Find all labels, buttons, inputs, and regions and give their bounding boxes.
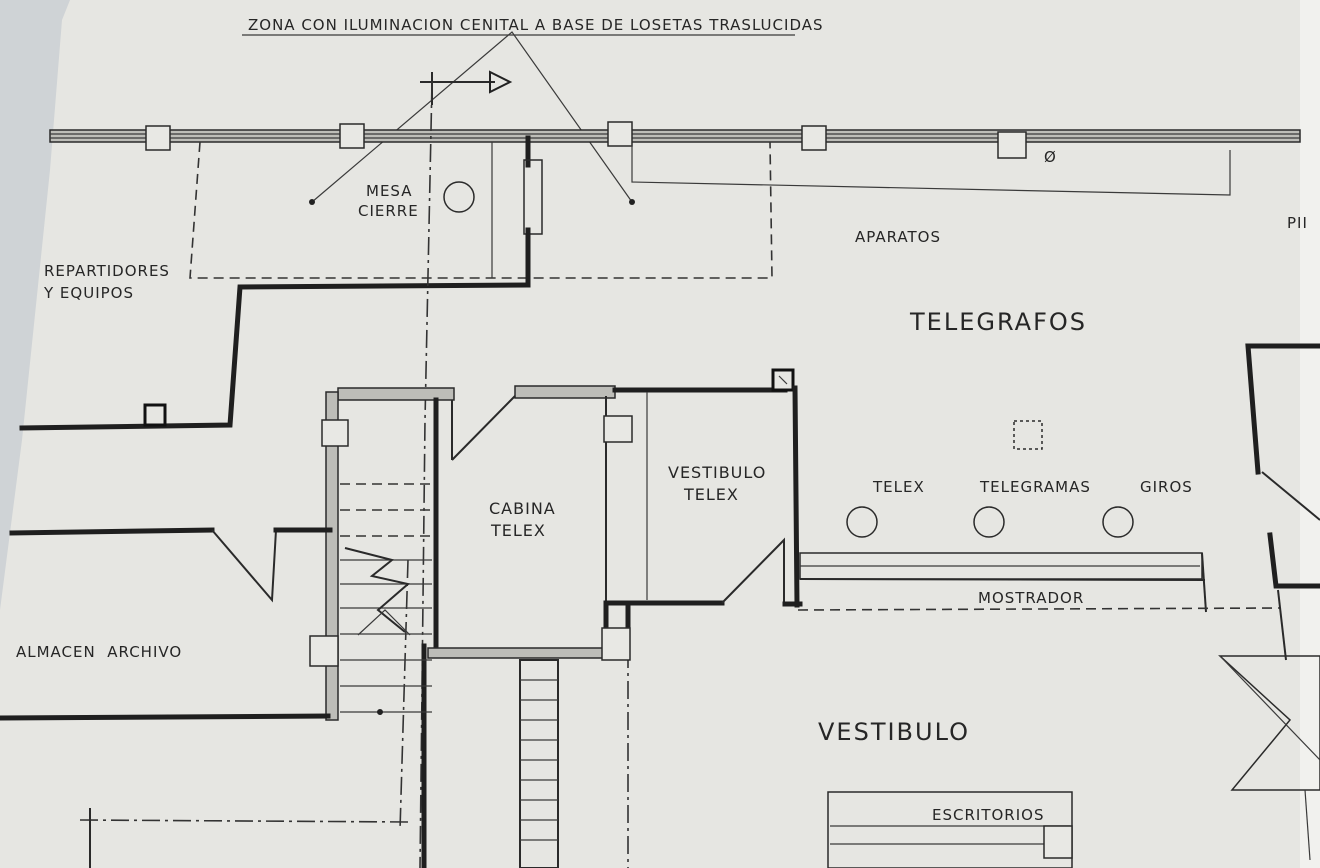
column-hatch xyxy=(778,375,788,385)
stair-start-point xyxy=(377,709,383,715)
giros-window-stool xyxy=(1102,506,1134,538)
cabina-column-lower xyxy=(601,627,631,661)
almacen-archivo-label: ALMACEN ARCHIVO xyxy=(16,643,182,661)
escritorios-column xyxy=(1043,825,1073,859)
almacen-top-wall xyxy=(9,527,215,536)
vestibulo-telex-label-1: VESTIBULO xyxy=(668,463,766,482)
facade-column xyxy=(997,131,1027,159)
right-rail xyxy=(1304,789,1311,861)
ramp-treads xyxy=(520,679,558,841)
pillar-mark: Ø xyxy=(1044,148,1057,166)
section-arrow-head xyxy=(489,70,513,94)
axis-horizontal xyxy=(79,819,411,823)
axis-stair xyxy=(399,559,409,831)
telex-window-stool xyxy=(846,506,878,538)
telegrafos-column xyxy=(1013,420,1043,450)
repartidores-label-1: REPARTIDORES xyxy=(44,262,170,280)
skylight-point-left xyxy=(309,199,315,205)
counter-front-line xyxy=(797,607,1281,611)
vestibulo-label: VESTIBULO xyxy=(818,718,970,746)
right-room-door xyxy=(1261,471,1320,521)
repartidores-column xyxy=(143,403,167,427)
mostrador-label: MOSTRADOR xyxy=(978,589,1084,607)
skylight-zone-outline xyxy=(189,141,773,279)
skylight-zone-lines xyxy=(311,31,633,203)
mesa-circle xyxy=(443,181,475,213)
right-room-wall xyxy=(1245,343,1320,475)
repartidores-label-2: Y EQUIPOS xyxy=(43,284,134,302)
vestibulo-telex-right-wall xyxy=(792,385,800,608)
cabina-telex-label-1: CABINA xyxy=(489,499,556,518)
vestibulo-telex-label-2: TELEX xyxy=(683,485,739,504)
cabina-column xyxy=(603,415,633,443)
escritorios-label: ESCRITORIOS xyxy=(932,806,1044,824)
right-jamb xyxy=(1277,589,1287,661)
mesa-cierre-label-1: MESA xyxy=(366,182,412,200)
counter-window-telegramas: TELEGRAMAS xyxy=(979,478,1091,496)
stair-column xyxy=(321,419,349,447)
right-stair-box xyxy=(1218,655,1320,791)
stair-treads xyxy=(340,483,432,713)
aparatos-label: APARATOS xyxy=(855,228,941,246)
repartidores-wall xyxy=(19,282,531,431)
telegramas-window-stool xyxy=(973,506,1005,538)
cabina-telex-label-2: TELEX xyxy=(490,521,546,540)
right-stair-cross xyxy=(1219,655,1320,761)
stair-column xyxy=(309,635,339,667)
counter-end xyxy=(1201,552,1207,613)
cabina-door-swing xyxy=(451,395,516,461)
facade-wall xyxy=(49,129,1301,143)
facade-column xyxy=(607,121,633,147)
aparatos-shelf xyxy=(631,145,1231,196)
paper-edge xyxy=(1300,0,1320,868)
counter-window-telex: TELEX xyxy=(872,478,925,496)
counter-edge xyxy=(799,578,1206,581)
telegrafos-label: TELEGRAFOS xyxy=(909,308,1087,336)
almacen-bottom-wall xyxy=(0,713,331,721)
vestibulo-telex-door xyxy=(721,537,785,604)
facade-column xyxy=(801,125,827,151)
right-room-wall-lower xyxy=(1267,532,1320,589)
corner-mark: PII xyxy=(1287,214,1308,232)
mesa-cierre-label-2: CIERRE xyxy=(358,202,419,220)
facade-column xyxy=(339,123,365,149)
skylight-point-right xyxy=(629,199,635,205)
header-note: ZONA CON ILUMINACION CENITAL A BASE DE L… xyxy=(248,16,824,34)
cabina-top-wall xyxy=(514,385,616,399)
facade-column xyxy=(145,125,171,151)
mesa-door-frame xyxy=(523,159,543,235)
counter-window-giros: GIROS xyxy=(1140,478,1193,496)
cabina-bottom-wall xyxy=(427,647,609,659)
ramp-outline xyxy=(519,659,559,868)
vestibulo-telex-bottom-wall xyxy=(603,600,725,633)
